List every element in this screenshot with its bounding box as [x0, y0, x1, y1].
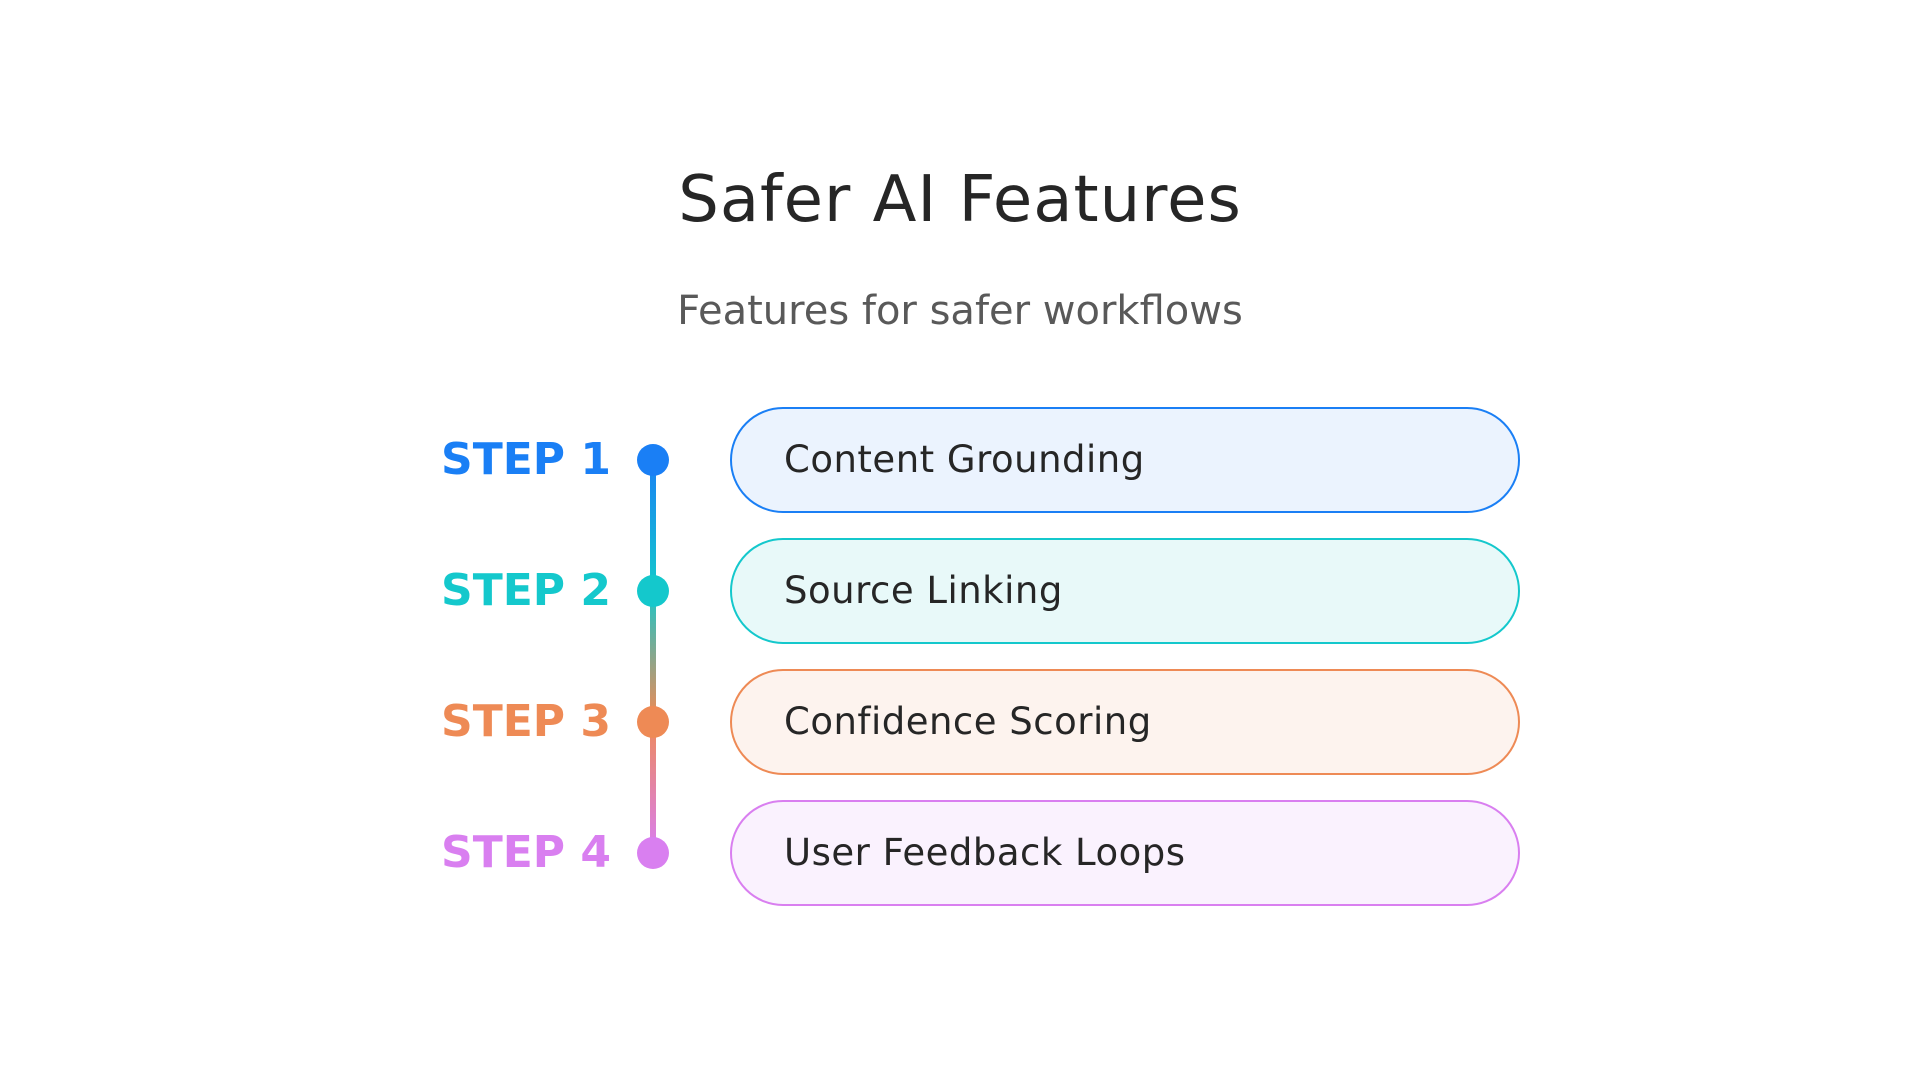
step-row-1: STEP 1 Content Grounding [0, 407, 1920, 513]
timeline-dot [637, 706, 669, 738]
timeline-dot [637, 444, 669, 476]
step-label: STEP 1 [441, 434, 611, 485]
step-label: STEP 2 [441, 565, 611, 616]
page-subtitle: Features for safer workflows [677, 288, 1243, 334]
timeline-dot [637, 575, 669, 607]
step-card: Source Linking [730, 538, 1520, 644]
step-label: STEP 4 [441, 827, 611, 878]
timeline-connector [650, 457, 656, 851]
page-title: Safer AI Features [678, 163, 1242, 237]
step-row-3: STEP 3 Confidence Scoring [0, 669, 1920, 775]
timeline-dot [637, 837, 669, 869]
step-card: User Feedback Loops [730, 800, 1520, 906]
step-card-text: User Feedback Loops [784, 831, 1186, 874]
step-card-text: Content Grounding [784, 438, 1145, 481]
step-card: Content Grounding [730, 407, 1520, 513]
step-card-text: Source Linking [784, 569, 1063, 612]
step-row-4: STEP 4 User Feedback Loops [0, 800, 1920, 906]
step-card-text: Confidence Scoring [784, 700, 1152, 743]
step-card: Confidence Scoring [730, 669, 1520, 775]
step-row-2: STEP 2 Source Linking [0, 538, 1920, 644]
step-label: STEP 3 [441, 696, 611, 747]
